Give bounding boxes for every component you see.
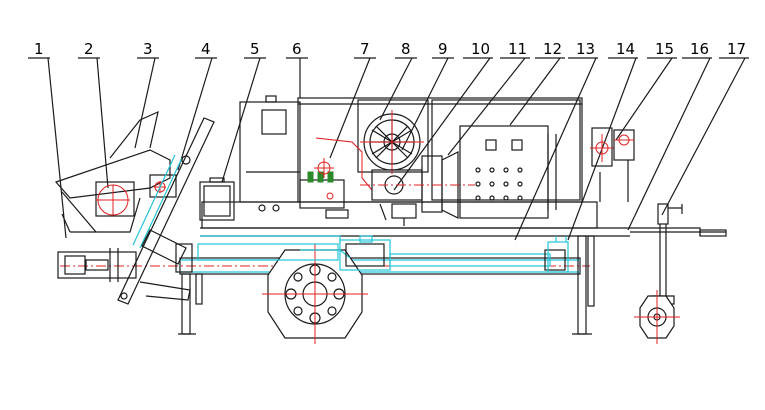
- callout-11: 11: [508, 40, 527, 58]
- chassis: [200, 201, 727, 237]
- callout-9: 9: [438, 40, 448, 58]
- callout-7: 7: [360, 40, 370, 58]
- callout-2: 2: [84, 40, 94, 58]
- delivery-pipe: [57, 248, 137, 282]
- callout-17: 17: [727, 40, 746, 58]
- callout-14: 14: [616, 40, 635, 58]
- jack-wheel: [634, 203, 683, 344]
- hydraulic-cylinders: [197, 235, 569, 273]
- callout-10: 10: [471, 40, 490, 58]
- boom-cylinder: [117, 117, 215, 305]
- callout-16: 16: [690, 40, 709, 58]
- pump-engine: [360, 151, 475, 226]
- control-valves: [590, 127, 635, 202]
- legs: [178, 235, 595, 335]
- callout-1: 1: [34, 40, 44, 58]
- electric-box: [239, 95, 301, 212]
- callout-12: 12: [543, 40, 562, 58]
- callout-6: 6: [292, 40, 302, 58]
- radiator-fan: [360, 110, 424, 174]
- control-panel: [459, 125, 557, 219]
- hopper: [54, 110, 177, 233]
- oil-tank: [199, 177, 235, 221]
- callout-5: 5: [250, 40, 260, 58]
- valve-block: [299, 158, 349, 219]
- callout-3: 3: [143, 40, 153, 58]
- callout-4: 4: [201, 40, 211, 58]
- callout-8: 8: [401, 40, 411, 58]
- callout-15: 15: [655, 40, 674, 58]
- coolant-pipe: [315, 137, 373, 191]
- wheel: [262, 244, 368, 344]
- callout-labels: 1 2 3 4 5 6 7 8 9 10 11 12 13 14 15 16 1…: [34, 40, 746, 58]
- callout-13: 13: [576, 40, 595, 58]
